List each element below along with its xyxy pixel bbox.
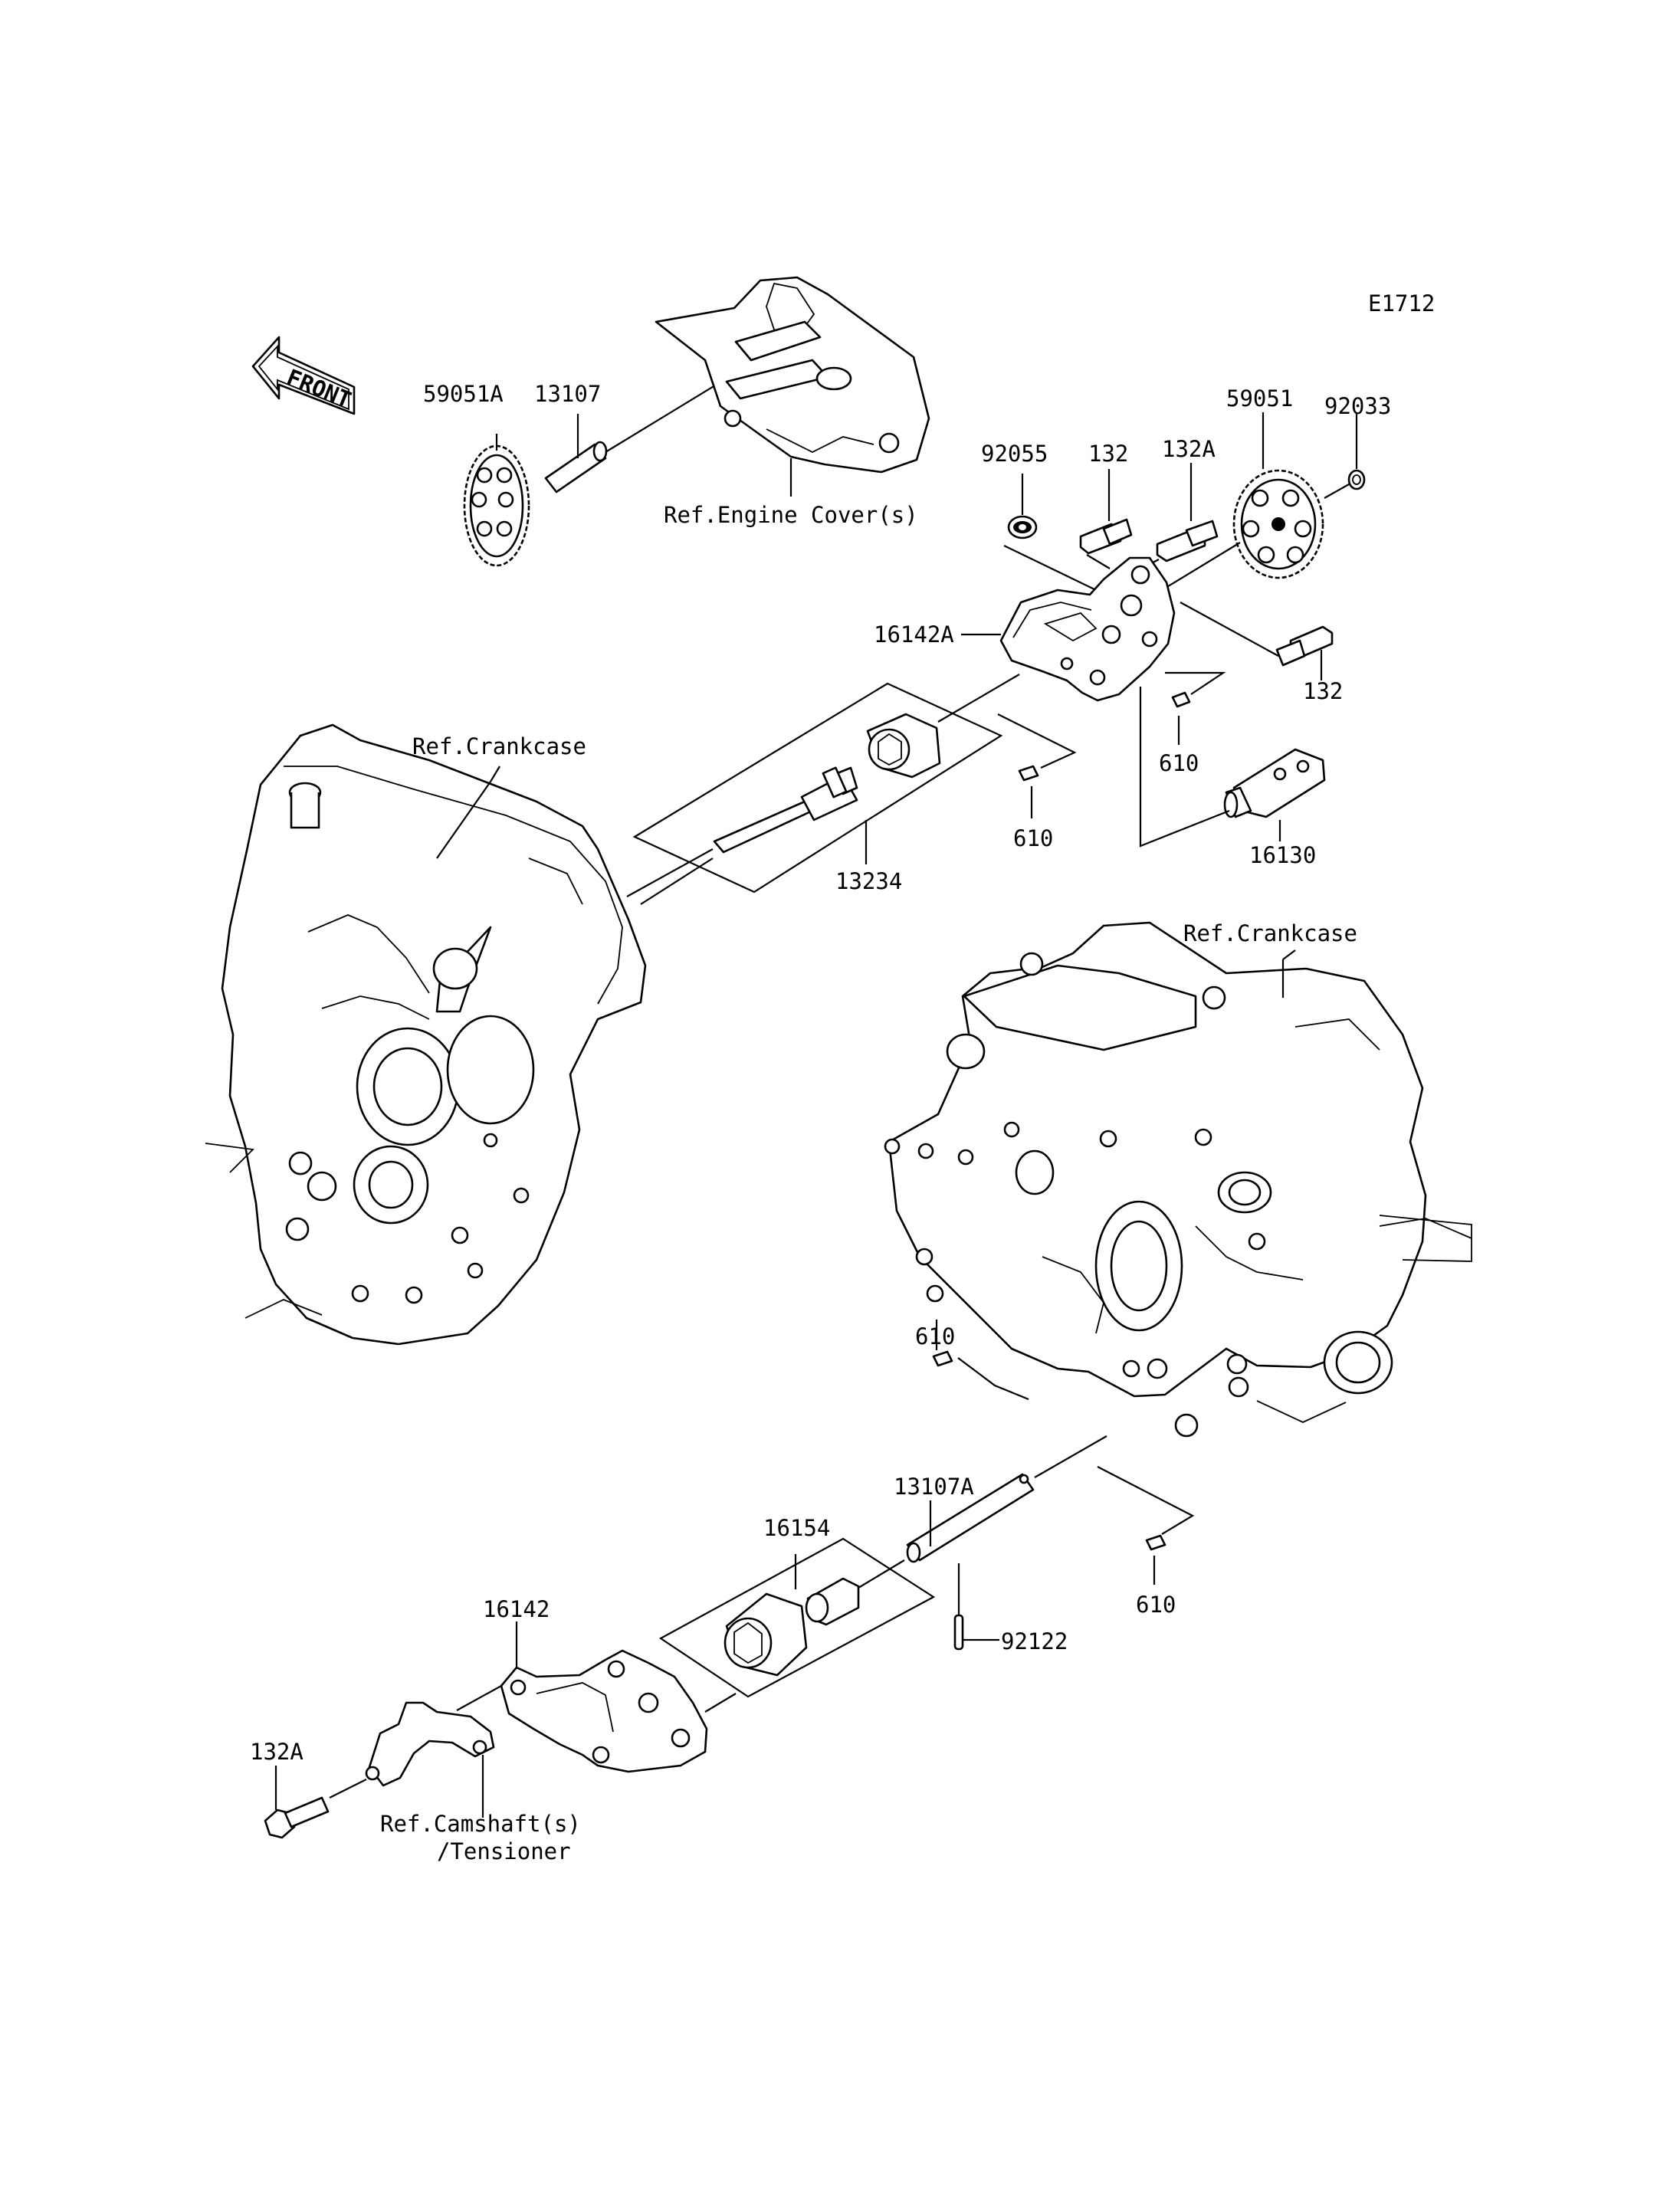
label-16154: 16154 bbox=[763, 1515, 830, 1541]
label-ref-crankcase-left: Ref.Crankcase bbox=[412, 733, 586, 759]
label-13107: 13107 bbox=[534, 381, 601, 407]
label-610-a: 610 bbox=[1159, 750, 1199, 776]
label-16142: 16142 bbox=[483, 1596, 550, 1622]
label-ref-crankcase-right: Ref.Crankcase bbox=[1183, 920, 1357, 946]
circlip-92033 bbox=[1347, 469, 1366, 490]
label-ref-camshaft-2: /Tensioner bbox=[437, 1838, 571, 1864]
bolt-132A-bottom bbox=[264, 1796, 330, 1839]
label-132A-bottom: 132A bbox=[250, 1739, 304, 1765]
bolt-132A-top bbox=[1156, 520, 1219, 562]
camshaft-tensioner-bracket bbox=[365, 1701, 495, 1787]
label-132-right: 132 bbox=[1303, 678, 1343, 704]
label-610-c: 610 bbox=[915, 1323, 955, 1349]
rotor-16154 bbox=[724, 1577, 860, 1677]
rotor-13234 bbox=[713, 713, 941, 854]
label-92033: 92033 bbox=[1324, 393, 1391, 419]
shaft-13107A bbox=[906, 1473, 1035, 1563]
pin-610-d bbox=[1145, 1534, 1166, 1551]
bolt-132-right bbox=[1275, 625, 1334, 667]
label-92122: 92122 bbox=[1001, 1628, 1068, 1654]
front-arrow-icon: FRONT bbox=[251, 336, 356, 415]
pin-610-c bbox=[932, 1350, 953, 1367]
pin-610-a bbox=[1171, 691, 1191, 708]
label-16130: 16130 bbox=[1249, 842, 1316, 868]
sprocket-59051A bbox=[463, 444, 530, 567]
bolt-132-top bbox=[1079, 518, 1133, 555]
label-132A-top: 132A bbox=[1162, 436, 1216, 462]
pin-92122 bbox=[953, 1614, 964, 1651]
engine-cover bbox=[655, 276, 930, 474]
label-ref-camshaft-1: Ref.Camshaft(s) bbox=[380, 1811, 581, 1837]
figure-code: E1712 bbox=[1368, 290, 1435, 316]
crankcase-left bbox=[205, 723, 647, 1346]
label-92055: 92055 bbox=[981, 441, 1048, 467]
pump-body-16142 bbox=[500, 1649, 708, 1773]
sprocket-59051 bbox=[1232, 469, 1324, 579]
pump-cover-16142A bbox=[999, 556, 1176, 702]
label-ref-engine-cover: Ref.Engine Cover(s) bbox=[664, 502, 918, 528]
washer-92055 bbox=[1007, 515, 1038, 539]
label-13234: 13234 bbox=[835, 868, 902, 894]
label-132-top: 132 bbox=[1088, 441, 1128, 467]
shaft-13107 bbox=[544, 441, 608, 494]
label-13107A: 13107A bbox=[894, 1474, 974, 1500]
label-59051A: 59051A bbox=[423, 381, 504, 407]
label-59051: 59051 bbox=[1226, 385, 1293, 412]
pin-610-b bbox=[1018, 765, 1039, 782]
crankcase-right bbox=[884, 921, 1472, 1438]
label-16142A: 16142A bbox=[874, 621, 954, 648]
fitting-16130 bbox=[1223, 748, 1326, 818]
label-610-b: 610 bbox=[1013, 825, 1053, 851]
label-610-d: 610 bbox=[1136, 1592, 1176, 1618]
